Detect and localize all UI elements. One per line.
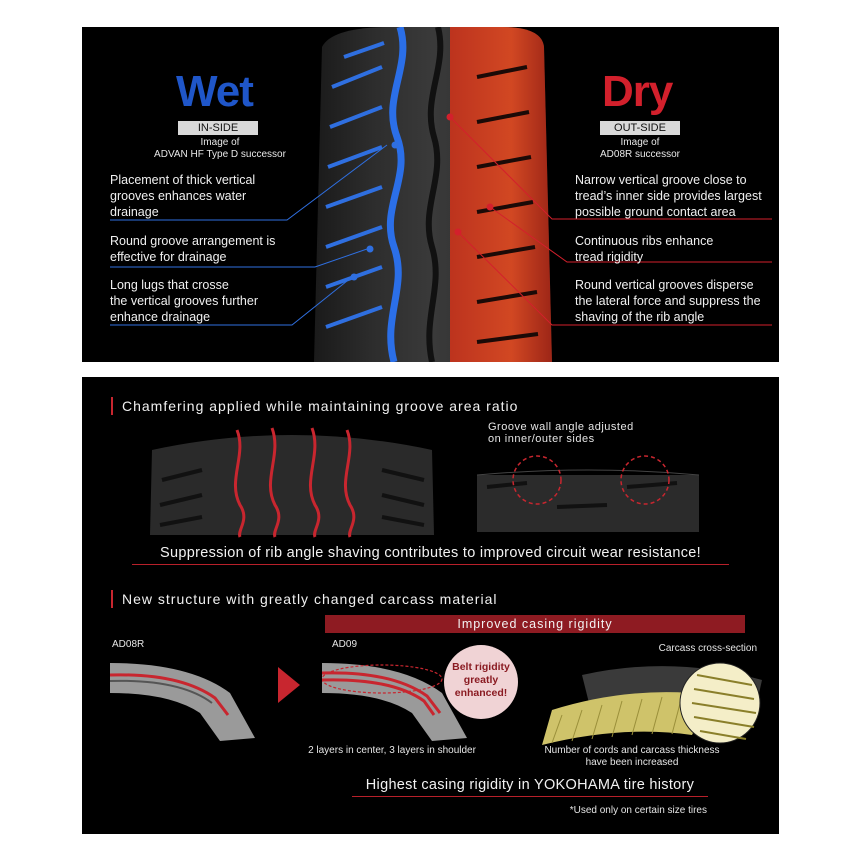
wet-title: Wet — [176, 67, 254, 116]
tread-illustration — [110, 27, 772, 362]
wet-dry-panel: Wet IN-SIDE Image of ADVAN HF Type D suc… — [82, 27, 779, 362]
casing-rigidity-banner: Improved casing rigidity — [325, 615, 745, 633]
carcass-cross-section — [542, 662, 762, 745]
outer-side-highlight — [620, 455, 670, 505]
belt-rigidity-badge: Belt rigidity greatly enhanced! — [444, 645, 518, 719]
comparison-arrow-icon — [278, 667, 300, 703]
wet-image-caption: Image of ADVAN HF Type D successor — [154, 137, 286, 160]
dry-lugs — [476, 65, 539, 344]
groove-wall-closeup — [477, 455, 699, 532]
dry-feature-3: Round vertical grooves disperse the late… — [575, 278, 761, 324]
inside-tag: IN-SIDE — [178, 121, 258, 135]
second-groove — [425, 27, 444, 362]
wet-leader-lines — [110, 141, 399, 326]
wet-lugs — [325, 41, 385, 329]
dry-tread-zone — [450, 27, 552, 362]
cross-section-label: Carcass cross-section — [658, 643, 757, 654]
new-model-label: AD09 — [332, 639, 358, 650]
dry-feature-1: Narrow vertical groove close to tread’s … — [575, 173, 762, 219]
chamfer-tread-image — [150, 427, 434, 538]
cords-caption: Number of cords and carcass thickness ha… — [544, 745, 720, 768]
outside-tag: OUT-SIDE — [600, 121, 680, 135]
groove-wall-note: Groove wall angle adjusted on inner/oute… — [488, 421, 634, 445]
dry-feature-2: Continuous ribs enhance tread rigidity — [575, 234, 714, 264]
ad09-structure — [322, 663, 467, 741]
dry-title: Dry — [602, 67, 673, 116]
wet-feature-3: Long lugs that crosse the vertical groov… — [110, 278, 258, 324]
size-footnote: *Used only on certain size tires — [569, 805, 707, 816]
wet-feature-1: Placement of thick vertical grooves enha… — [110, 173, 256, 219]
main-wet-groove — [386, 27, 407, 362]
inner-side-highlight — [512, 455, 562, 505]
dry-leader-lines — [446, 113, 772, 326]
wet-feature-2: Round groove arrangement is effective fo… — [110, 234, 276, 264]
carcass-heading: New structure with greatly changed carca… — [111, 590, 497, 608]
wear-resistance-conclusion: Suppression of rib angle shaving contrib… — [132, 545, 729, 565]
old-model-label: AD08R — [112, 639, 145, 650]
chamfering-heading: Chamfering applied while maintaining gro… — [111, 397, 518, 415]
ad08r-structure — [110, 663, 255, 741]
dry-image-caption: Image of AD08R successor — [599, 137, 681, 160]
layers-caption: 2 layers in center, 3 layers in shoulder — [308, 745, 476, 756]
technology-panel: Chamfering applied while maintaining gro… — [82, 377, 779, 834]
casing-rigidity-conclusion: Highest casing rigidity in YOKOHAMA tire… — [352, 777, 708, 797]
